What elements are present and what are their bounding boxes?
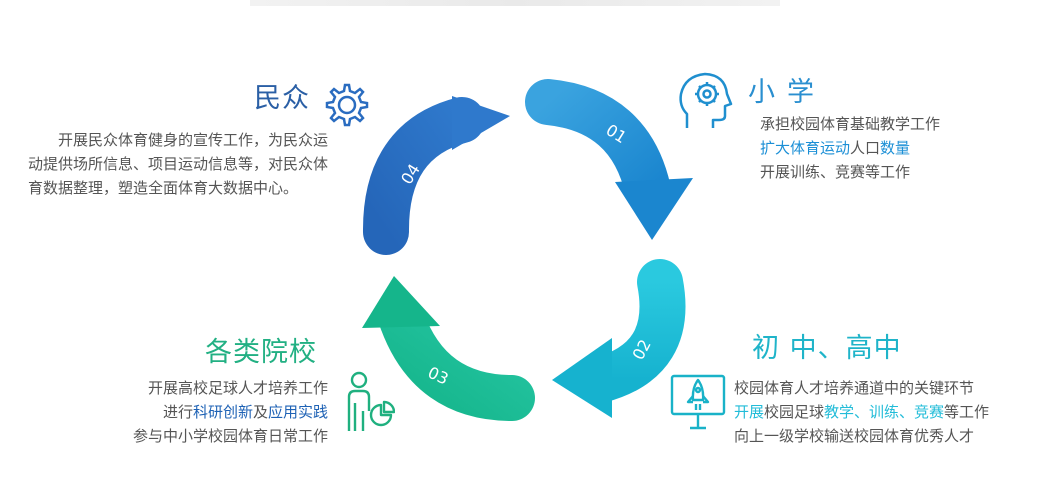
highlight-text: 应用实践 [267,403,328,421]
rocket-screen-icon [670,374,726,430]
arrow-01 [525,79,693,240]
top-divider [250,0,780,6]
desc-line: 向上一级学校输送校园体育优秀人才 [734,427,975,445]
stage-desc-minzhong: 开展民众体育健身的宣传工作，为民众运动提供场所信息、项目运动信息等，对民众体育数… [28,131,329,197]
desc-line: 参与中小学校园体育日常工作 [132,427,328,445]
desc-line: 开展校园足球教学、训练、竞赛等工作 [734,400,989,424]
highlight-text: 科研创新 [192,403,253,421]
highlight-text: 扩大体育运动 [760,139,851,157]
stage-title-chuzhong: 初 中、高中 [752,333,902,364]
arrow-02 [552,259,686,418]
stage-desc-chuzhong: 校园体育人才培养通道中的关键环节 开展校园足球教学、训练、竞赛等工作 向上一级学… [734,376,989,448]
stage-title-minzhong: 民众 [254,83,310,114]
desc-text: 人口 [850,139,881,157]
desc-line: 校园体育人才培养通道中的关键环节 [734,379,975,397]
desc-text: 进行 [162,403,193,421]
stage-desc-xiaoxue: 承担校园体育基础教学工作 扩大体育运动人口数量 开展训练、竞赛等工作 [760,112,940,184]
desc-text: 及 [252,403,268,421]
highlight-text: 开展 [734,403,765,421]
highlight-text: 教学、训练、竞赛 [824,403,945,421]
gear-icon [325,83,369,127]
person-chart-icon [347,371,395,431]
highlight-text: 数量 [880,139,911,157]
desc-text: 校园足球 [764,403,825,421]
desc-line: 进行科研创新及应用实践 [104,400,328,424]
stage-title-yuanxiao: 各类院校 [205,337,317,368]
desc-text: 等工作 [944,403,990,421]
head-gear-icon [679,72,733,128]
arrow-03 [362,276,535,421]
desc-line: 扩大体育运动人口数量 [760,136,940,160]
stage-title-xiaoxue: 小学 [748,77,826,108]
desc-line: 开展训练、竞赛等工作 [760,163,911,181]
stage-desc-yuanxiao: 开展高校足球人才培养工作 进行科研创新及应用实践 参与中小学校园体育日常工作 [104,376,328,448]
arrow-04 [362,96,510,255]
desc-line: 开展高校足球人才培养工作 [147,379,328,397]
desc-line: 承担校园体育基础教学工作 [760,115,941,133]
